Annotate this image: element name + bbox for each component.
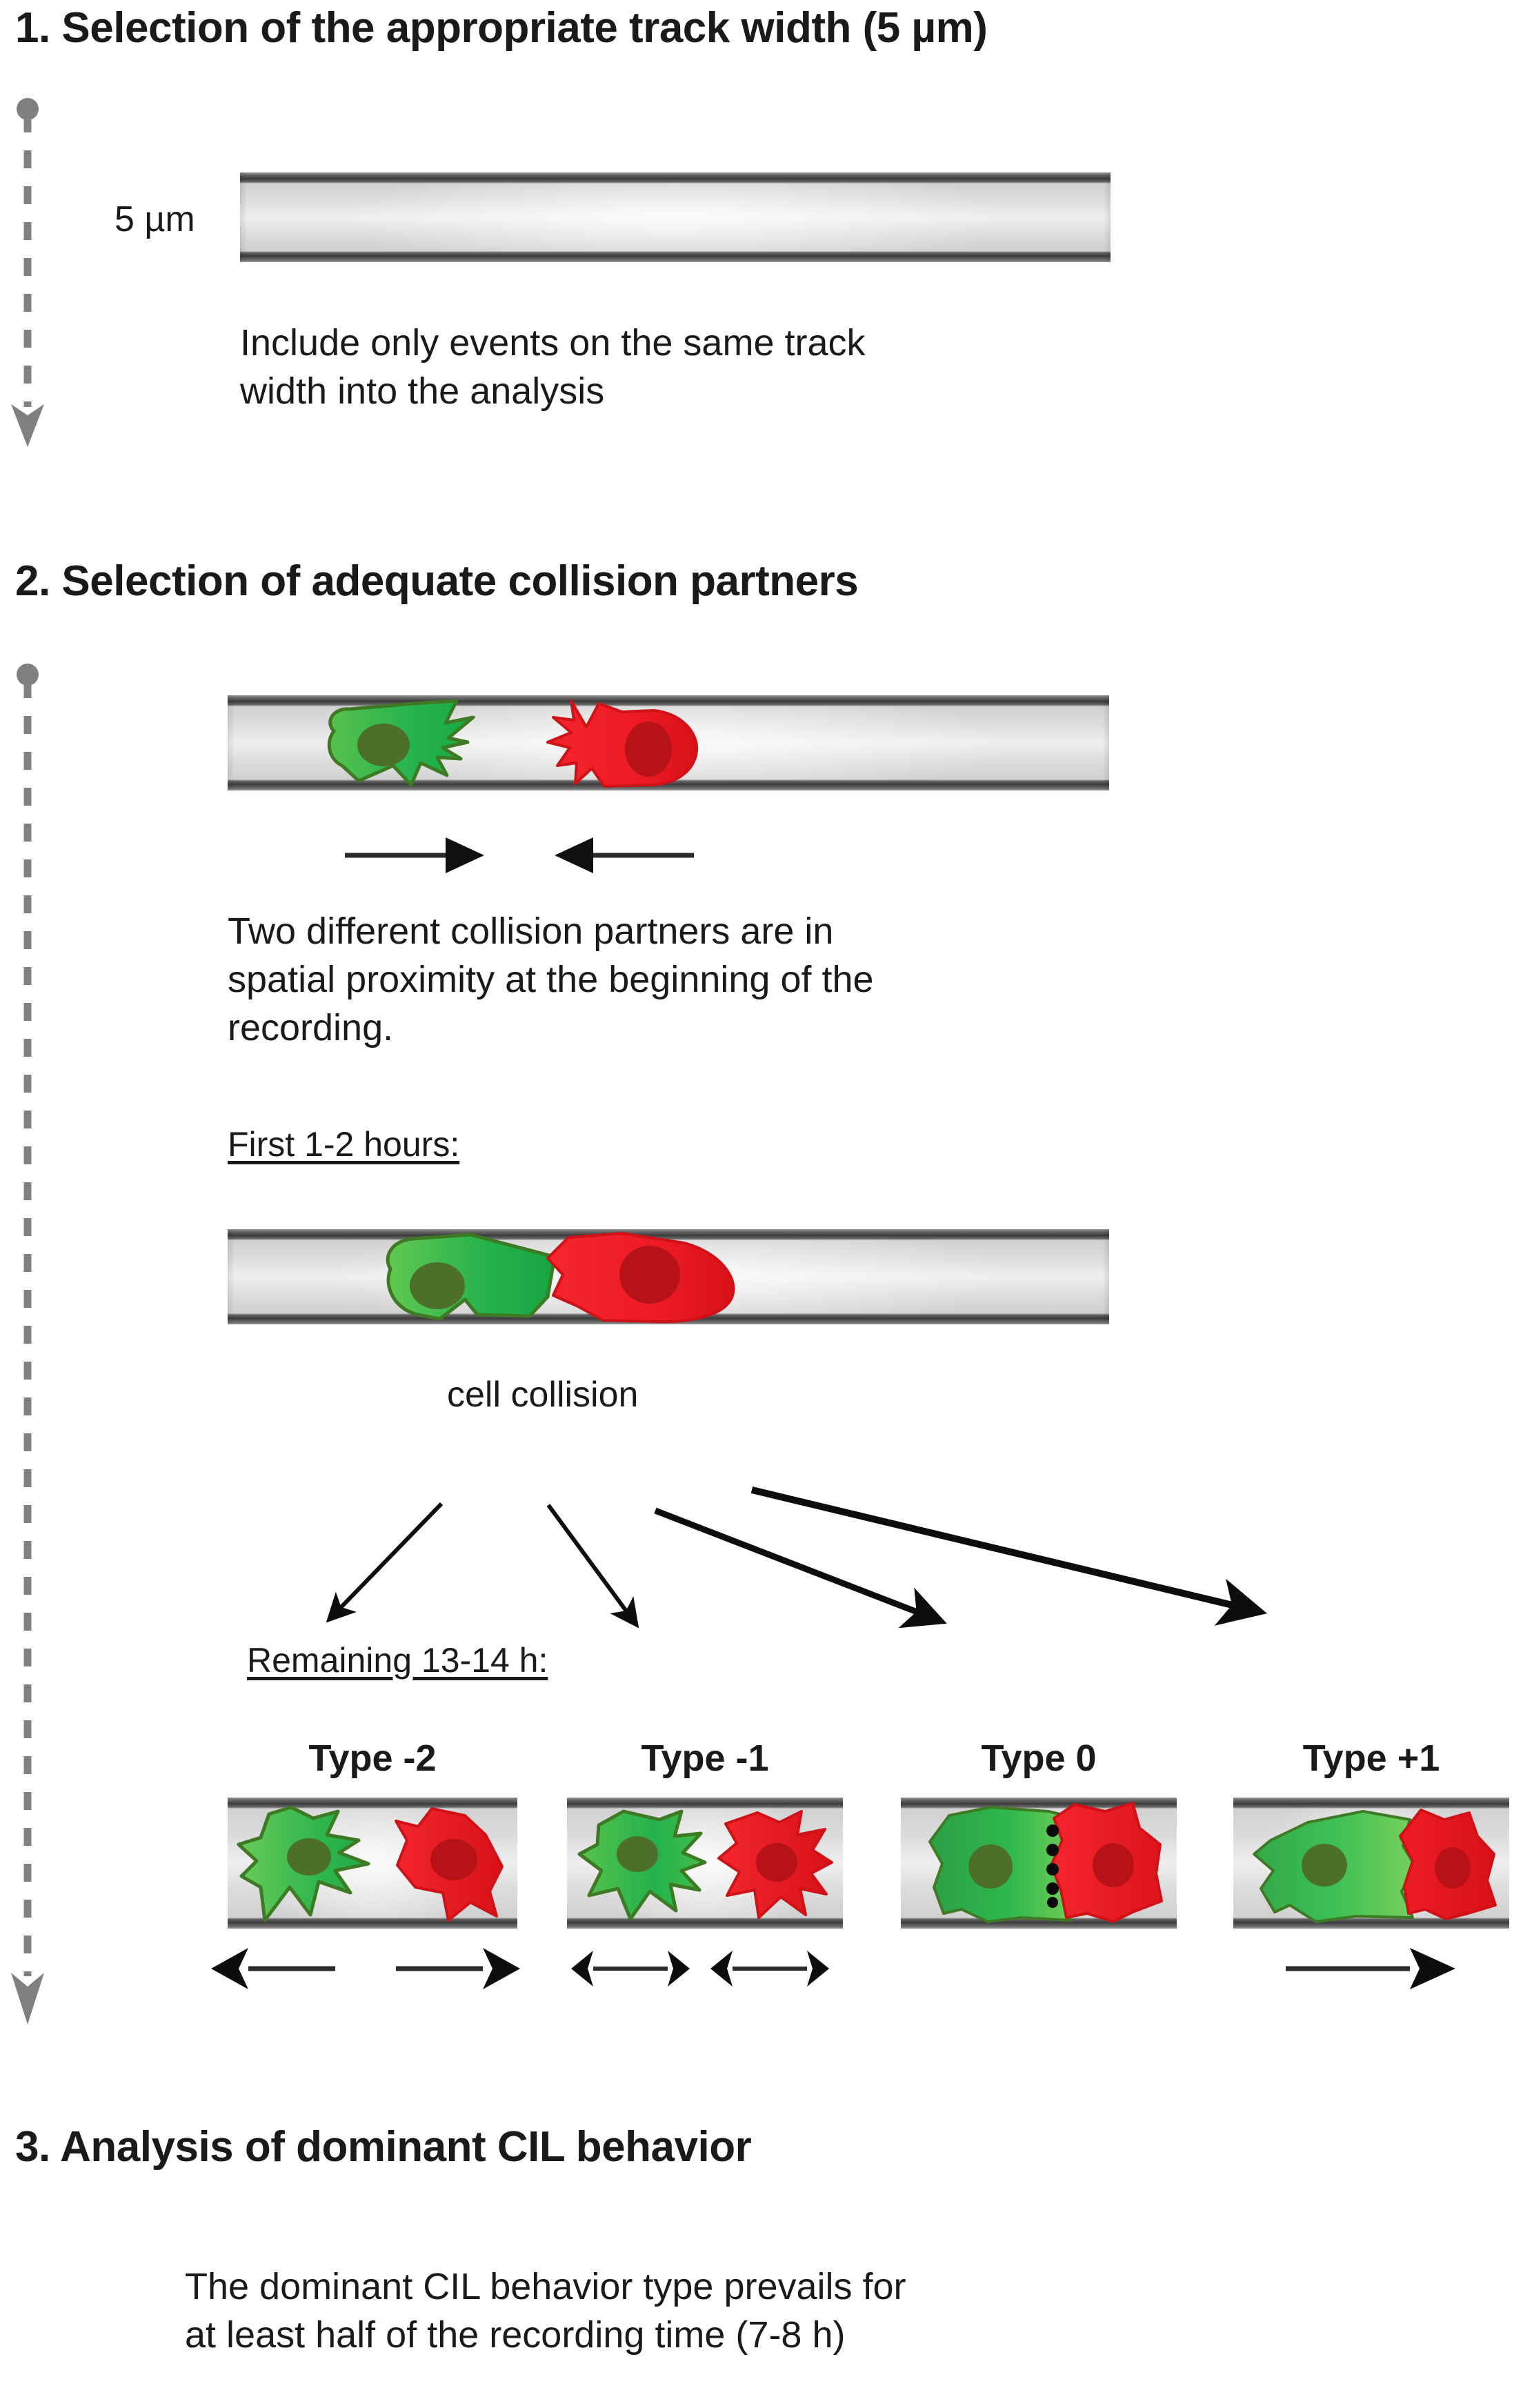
section-1-body: Include only events on the same track wi… — [240, 319, 1111, 415]
track-approach — [228, 695, 1109, 790]
track-width-label: 5 µm — [115, 199, 195, 239]
contact-dots — [1046, 1824, 1059, 1908]
track-empty — [240, 172, 1111, 262]
cell-collision-label: cell collision — [447, 1375, 639, 1415]
phase-1-label: First 1-2 hours: — [228, 1125, 460, 1164]
green-cell — [310, 699, 504, 787]
red-cell — [532, 697, 712, 788]
type-label: Type -2 — [308, 1738, 437, 1779]
track-edge-left — [228, 1229, 235, 1324]
type-label: Type 0 — [981, 1738, 1097, 1779]
green-cell — [1250, 1807, 1421, 1923]
track-highlight — [240, 183, 1111, 251]
section-2-body-line-1: Two different collision partners are in — [228, 911, 834, 952]
track-edge-left — [240, 172, 247, 262]
section-2-title: 2. Selection of adequate collision partn… — [15, 557, 859, 605]
section-3-body-line-2: at least half of the recording time (7-8… — [185, 2314, 846, 2356]
green-cell — [237, 1804, 375, 1923]
type-panel-minus-2[interactable]: Type -2 — [211, 1737, 520, 1989]
red-cell — [382, 1806, 506, 1922]
green-cell — [374, 1233, 560, 1321]
type-panel-0[interactable]: Type 0 — [901, 1737, 1177, 1929]
red-cell — [539, 1232, 746, 1324]
section-3-title: 3. Analysis of dominant CIL behavior — [15, 2123, 752, 2171]
type-panel-plus-1[interactable]: Type +1 — [1233, 1737, 1509, 1989]
section-2-body-line-2: spatial proximity at the beginning of th… — [228, 959, 874, 1001]
red-cell — [1397, 1809, 1498, 1920]
arrow-green-moves-right — [345, 837, 484, 873]
flow-arrow-section-1 — [11, 98, 44, 447]
type-arrows-bidirectional — [571, 1951, 829, 1987]
type-arrows-apart — [211, 1948, 520, 1989]
type-track — [228, 1798, 517, 1929]
red-cell — [1047, 1802, 1166, 1923]
track-edge-left — [228, 695, 235, 790]
section-1-body-line-1: Include only events on the same track — [240, 322, 866, 364]
type-panel-minus-1[interactable]: Type -1 — [567, 1737, 843, 1987]
track-collision — [228, 1229, 1109, 1324]
type-track — [1233, 1798, 1509, 1929]
type-track — [567, 1798, 843, 1929]
section-3-body: The dominant CIL behavior type prevails … — [185, 2262, 1151, 2359]
red-cell — [716, 1809, 835, 1920]
track-edge-right — [1102, 695, 1109, 790]
section-3-body-line-1: The dominant CIL behavior type prevails … — [185, 2266, 906, 2307]
section-2-body-line-3: recording. — [228, 1007, 394, 1049]
phase-2-label: Remaining 13-14 h: — [247, 1641, 548, 1680]
type-label: Type -1 — [641, 1738, 769, 1779]
track-edge-right — [1102, 1229, 1109, 1324]
green-cell — [577, 1807, 709, 1922]
flow-arrow-section-2 — [11, 664, 44, 2024]
type-arrow-right — [1286, 1948, 1455, 1989]
track-edge-right — [1104, 172, 1111, 262]
type-label: Type +1 — [1302, 1738, 1440, 1779]
section-1-title: 1. Selection of the appropriate track wi… — [15, 4, 988, 52]
section-1-body-line-2: width into the analysis — [240, 370, 605, 412]
section-2-body: Two different collision partners are in … — [228, 907, 1090, 1053]
arrow-red-moves-left — [555, 837, 694, 873]
diverge-arrows — [326, 1486, 1268, 1629]
type-track — [901, 1798, 1177, 1929]
